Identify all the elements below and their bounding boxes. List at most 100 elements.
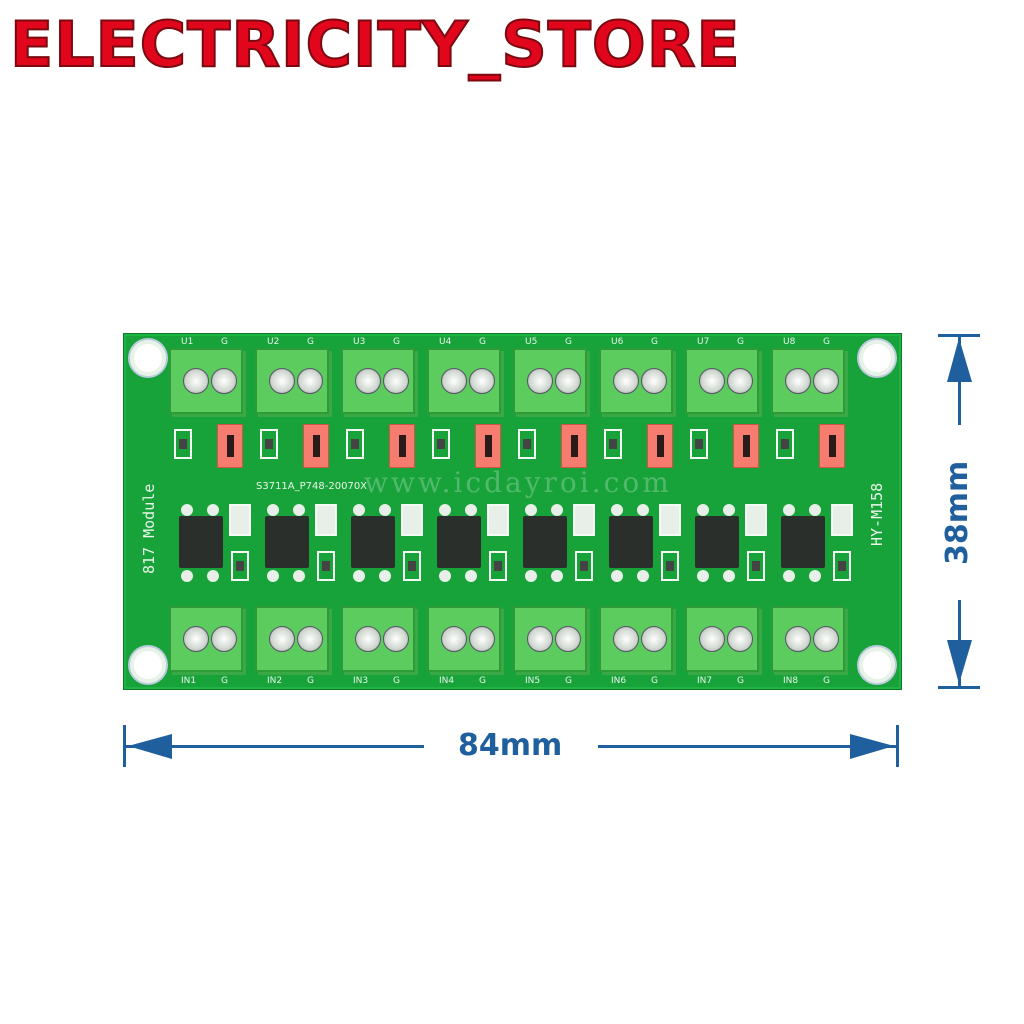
- resistor-pad: [174, 429, 192, 459]
- ic-pin: [353, 570, 365, 582]
- screw-icon: [555, 368, 581, 394]
- resistor-pad: [432, 429, 450, 459]
- screw-icon: [727, 368, 753, 394]
- screw-icon: [469, 626, 495, 652]
- screw-icon: [469, 368, 495, 394]
- ic-pin: [637, 504, 649, 516]
- gnd-label: G: [221, 337, 228, 347]
- jumper: [819, 424, 845, 468]
- resistor-pad: [575, 551, 593, 581]
- gnd-label: G: [479, 337, 486, 347]
- output-label: U2: [267, 337, 280, 347]
- input-label: IN6: [611, 676, 627, 686]
- screw-icon: [183, 626, 209, 652]
- ic-pin: [439, 570, 451, 582]
- resistor-pad: [346, 429, 364, 459]
- output-terminal: [427, 348, 501, 414]
- jumper: [647, 424, 673, 468]
- screw-icon: [641, 626, 667, 652]
- gnd-label: G: [737, 676, 744, 686]
- optocoupler-chip: [351, 516, 395, 568]
- ic-pin: [551, 504, 563, 516]
- output-label: U8: [783, 337, 796, 347]
- model-label: HY-M158: [868, 482, 886, 546]
- screw-icon: [727, 626, 753, 652]
- gnd-label: G: [393, 676, 400, 686]
- input-terminal: [255, 606, 329, 672]
- input-label: IN1: [181, 676, 197, 686]
- screw-icon: [613, 368, 639, 394]
- resistor-pad: [690, 429, 708, 459]
- resistor-pad: [260, 429, 278, 459]
- output-label: U3: [353, 337, 366, 347]
- resistor-pad: [604, 429, 622, 459]
- resistor-pad: [661, 551, 679, 581]
- led-indicator: [573, 504, 595, 536]
- screw-icon: [813, 626, 839, 652]
- input-label: IN7: [697, 676, 713, 686]
- resistor-pad: [403, 551, 421, 581]
- input-label: IN8: [783, 676, 799, 686]
- jumper: [389, 424, 415, 468]
- screw-icon: [527, 368, 553, 394]
- ic-pin: [465, 504, 477, 516]
- ic-pin: [783, 570, 795, 582]
- jumper: [475, 424, 501, 468]
- optocoupler-chip: [609, 516, 653, 568]
- ic-pin: [637, 570, 649, 582]
- gnd-label: G: [565, 337, 572, 347]
- output-terminal: [169, 348, 243, 414]
- screw-icon: [641, 368, 667, 394]
- resistor-pad: [776, 429, 794, 459]
- ic-pin: [267, 570, 279, 582]
- ic-pin: [181, 570, 193, 582]
- ic-pin: [379, 570, 391, 582]
- led-indicator: [229, 504, 251, 536]
- mount-hole: [859, 647, 895, 683]
- ic-pin: [723, 504, 735, 516]
- screw-icon: [699, 368, 725, 394]
- screw-icon: [441, 368, 467, 394]
- screw-icon: [269, 368, 295, 394]
- ic-pin: [697, 570, 709, 582]
- screw-icon: [613, 626, 639, 652]
- screw-icon: [211, 368, 237, 394]
- ic-pin: [465, 570, 477, 582]
- output-label: U5: [525, 337, 538, 347]
- screw-icon: [383, 626, 409, 652]
- ic-pin: [809, 504, 821, 516]
- ic-pin: [723, 570, 735, 582]
- ic-pin: [551, 570, 563, 582]
- led-indicator: [487, 504, 509, 536]
- width-dimension-line-left: [124, 745, 424, 748]
- output-terminal: [513, 348, 587, 414]
- input-label: IN2: [267, 676, 283, 686]
- output-label: U1: [181, 337, 194, 347]
- screw-icon: [699, 626, 725, 652]
- ic-pin: [267, 504, 279, 516]
- input-terminal: [599, 606, 673, 672]
- screw-icon: [183, 368, 209, 394]
- ic-pin: [207, 504, 219, 516]
- output-terminal: [771, 348, 845, 414]
- screw-icon: [441, 626, 467, 652]
- resistor-pad: [747, 551, 765, 581]
- width-dimension-label: 84mm: [458, 728, 563, 763]
- jumper: [733, 424, 759, 468]
- jumper: [303, 424, 329, 468]
- gnd-label: G: [737, 337, 744, 347]
- ic-pin: [353, 504, 365, 516]
- screw-icon: [269, 626, 295, 652]
- mount-hole: [130, 647, 166, 683]
- led-indicator: [401, 504, 423, 536]
- jumper: [217, 424, 243, 468]
- height-dimension-label: 38mm: [940, 460, 975, 565]
- gnd-label: G: [565, 676, 572, 686]
- output-label: U6: [611, 337, 624, 347]
- screw-icon: [527, 626, 553, 652]
- input-terminal: [685, 606, 759, 672]
- screw-icon: [555, 626, 581, 652]
- gnd-label: G: [479, 676, 486, 686]
- screw-icon: [297, 368, 323, 394]
- store-logo: ELECTRICITY_STORE: [9, 7, 741, 82]
